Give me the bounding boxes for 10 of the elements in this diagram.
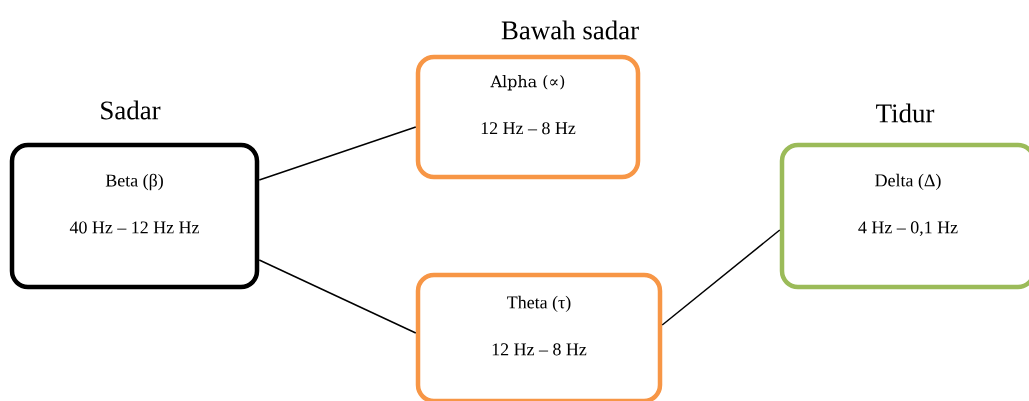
connector-line bbox=[258, 259, 417, 334]
rounded-box: Alpha (∝) 12 Hz – 8 Hz bbox=[415, 54, 641, 180]
connector-line bbox=[258, 126, 417, 181]
heading: Bawah sadar bbox=[501, 20, 639, 40]
rounded-box: Beta (β) 40 Hz – 12 Hz Hz bbox=[9, 142, 260, 290]
rounded-box: Delta (Δ) 4 Hz – 0,1 Hz bbox=[779, 142, 1029, 290]
connector-line bbox=[661, 229, 781, 326]
heading: Tidur bbox=[876, 103, 935, 123]
heading: Sadar bbox=[101, 100, 161, 120]
rounded-box: Theta (τ) 12 Hz – 8 Hz bbox=[415, 272, 663, 401]
